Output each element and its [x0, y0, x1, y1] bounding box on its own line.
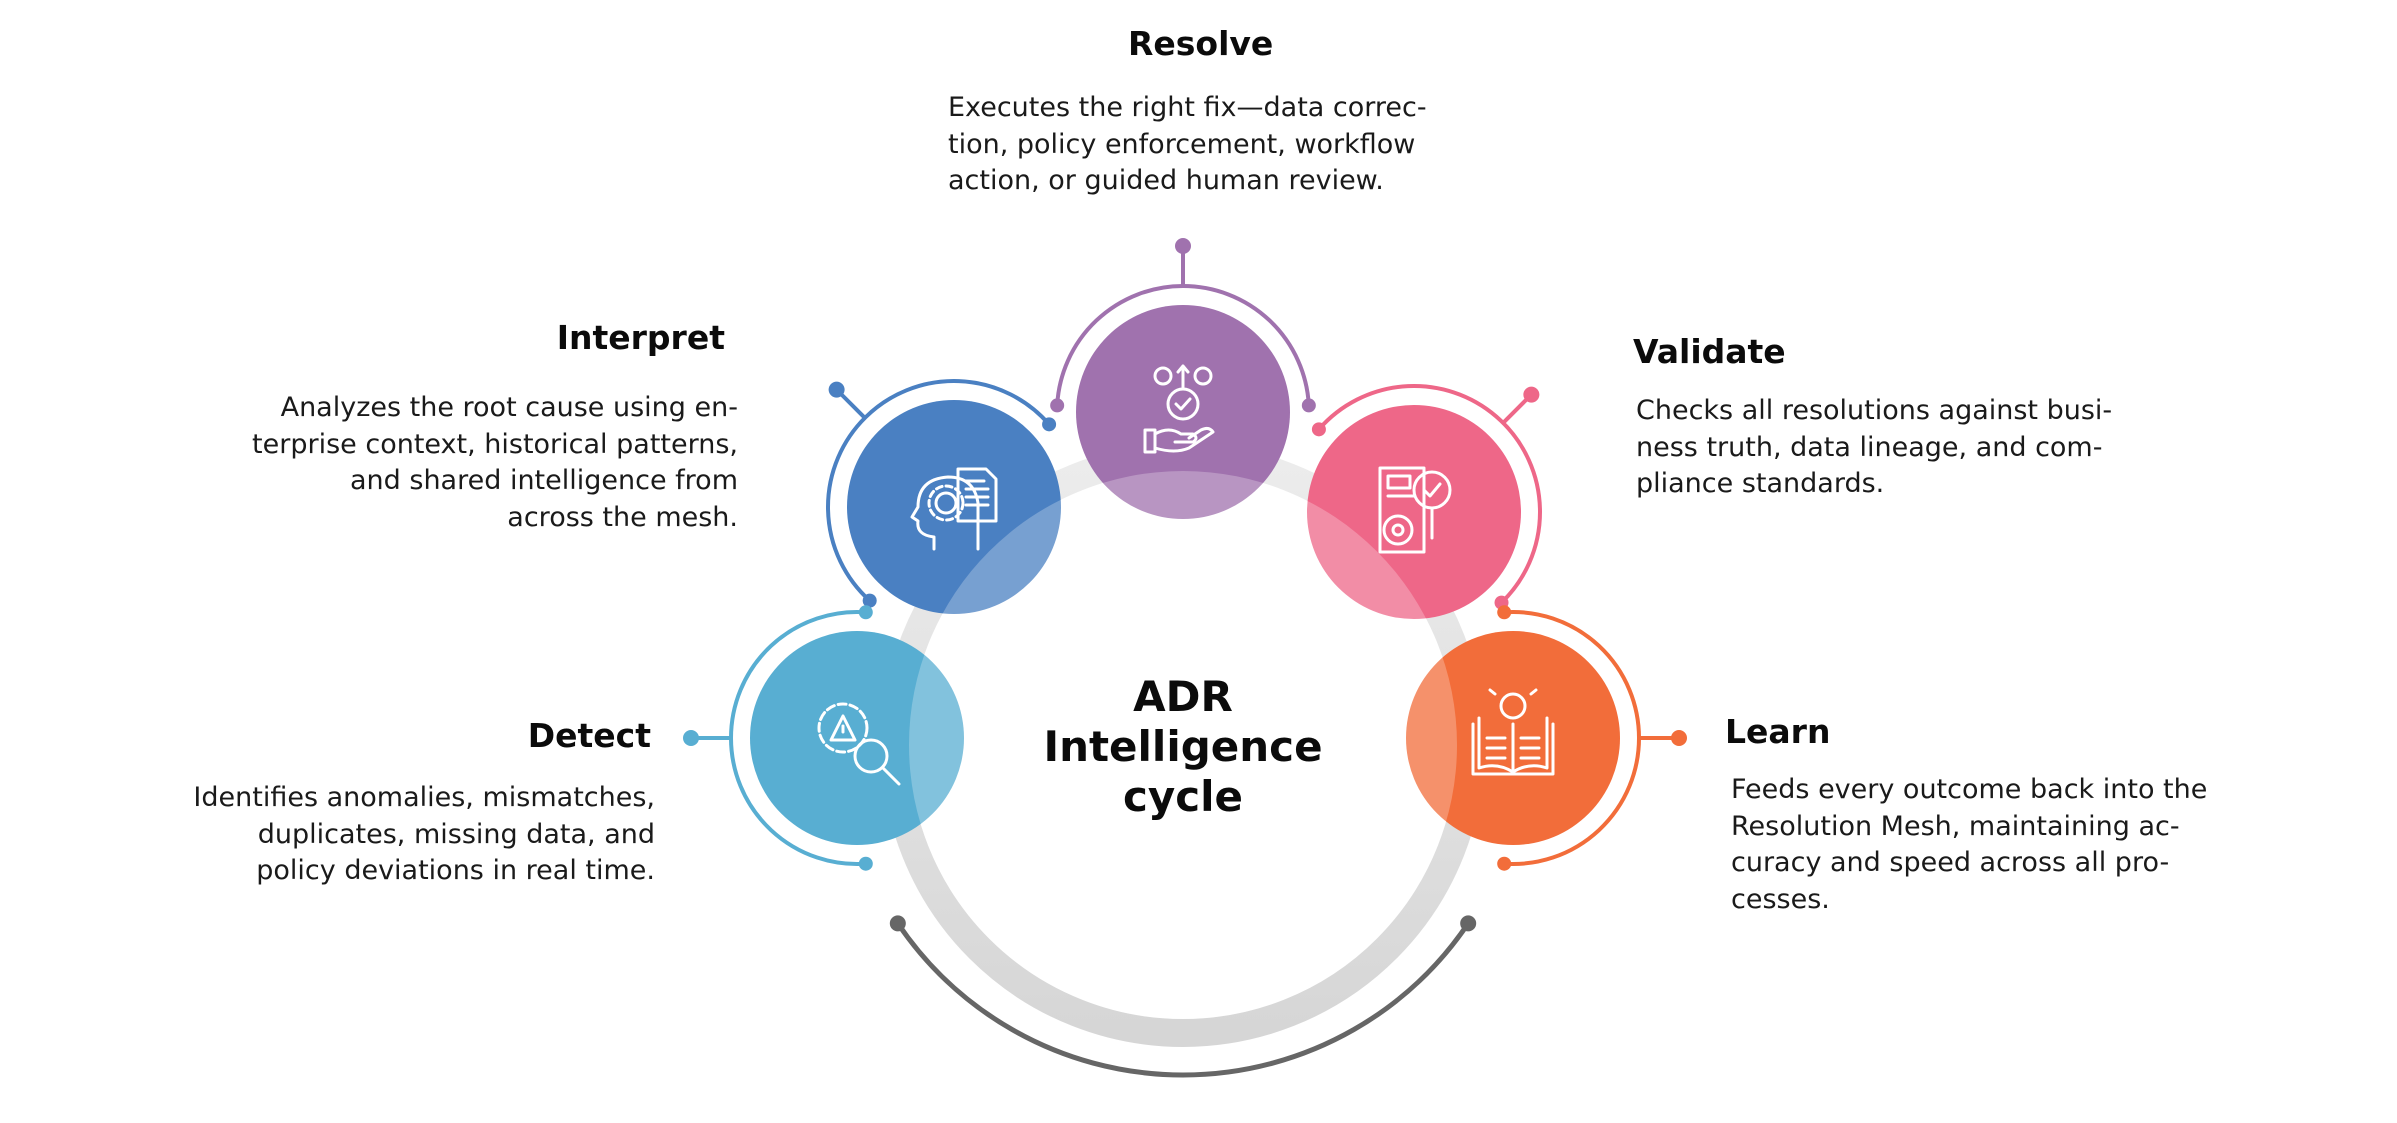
feedback-loop-arc: [895, 921, 1471, 1078]
ring-inner-highlight: [909, 471, 1457, 1019]
description-line: Checks all resolutions against busi-: [1636, 395, 2113, 426]
description-line: Analyzes the root cause using en-: [280, 392, 738, 423]
stage-description-resolve: Executes the right fix—data correc- tion…: [948, 90, 1427, 200]
center-title-line: ADR: [1133, 672, 1233, 721]
description-line: Executes the right fix—data correc-: [948, 92, 1427, 123]
arc-endpoint-dot: [858, 856, 873, 871]
stage-description-validate: Checks all resolutions against busi- nes…: [1636, 393, 2112, 503]
description-line: across the mesh.: [507, 501, 738, 533]
description-line: pliance standards.: [1636, 468, 1885, 499]
arc-endpoint-dot: [1497, 856, 1512, 871]
gear-warning-magnifier-icon: [817, 702, 901, 786]
head-gear-document-icon: [910, 467, 998, 551]
description-line: curacy and speed across all pro-: [1731, 847, 2170, 878]
description-line: and shared intelligence from: [350, 465, 738, 496]
description-line: action, or guided human review.: [948, 165, 1384, 196]
connector-dot: [1175, 238, 1191, 254]
description-line: ness truth, data lineage, and com-: [1636, 431, 2103, 463]
arc-endpoint-dot: [1497, 605, 1512, 620]
stage-circle-validate: [1307, 405, 1521, 619]
description-line: terprise context, historical patterns,: [252, 428, 738, 460]
stage-outer-arc: [1055, 284, 1311, 406]
report-gear-magnifier-icon: [1378, 466, 1452, 554]
stage-outer-arc: [1317, 384, 1543, 605]
description-line: duplicates, missing data, and: [257, 818, 655, 850]
center-title: ADR Intelligence cycle: [983, 672, 1383, 822]
stage-outer-arc: [1504, 610, 1641, 866]
connector-dot: [828, 381, 845, 398]
connector-dot: [1671, 730, 1687, 746]
description-line: Identifies anomalies, mismatches,: [193, 782, 655, 813]
stage-description-interpret: Analyzes the root cause using en- terpri…: [252, 390, 738, 536]
arc-endpoint-dot: [858, 605, 873, 620]
stage-circle-resolve: [1076, 305, 1290, 519]
hand-gears-check-icon: [1143, 364, 1215, 454]
stage-title-resolve: Resolve: [1128, 24, 1274, 63]
stage-node-resolve: [1050, 238, 1316, 519]
center-title-line: cycle: [1122, 772, 1244, 821]
book-lightbulb-icon: [1471, 688, 1555, 776]
connector-dot: [1523, 386, 1540, 403]
description-line: cesses.: [1731, 883, 1830, 915]
stage-node-detect: [683, 605, 964, 871]
stage-title-learn: Learn: [1725, 712, 1831, 751]
description-line: policy deviations in real time.: [256, 855, 655, 886]
description-line: tion, policy enforcement, workflow: [948, 128, 1416, 160]
arc-endpoint-dot: [862, 593, 877, 608]
connector-dot: [683, 730, 699, 746]
description-line: Resolution Mesh, maintaining ac-: [1731, 810, 2180, 842]
stage-title-validate: Validate: [1633, 332, 1786, 371]
arc-endpoint-dot: [1301, 398, 1316, 413]
stage-title-detect: Detect: [527, 716, 651, 755]
loop-arc-endpoint-dot: [1460, 915, 1477, 932]
stage-outer-arc: [729, 610, 866, 866]
center-title-line: Intelligence: [1043, 722, 1323, 771]
arc-endpoint-dot: [1050, 398, 1065, 413]
stage-description-learn: Feeds every outcome back into the Resolu…: [1731, 772, 2207, 918]
stage-title-interpret: Interpret: [556, 318, 725, 357]
description-line: Feeds every outcome back into the: [1731, 774, 2208, 805]
stage-circle-detect: [750, 631, 964, 845]
arc-endpoint-dot: [1042, 417, 1057, 432]
stage-description-detect: Identifies anomalies, mismatches, duplic…: [193, 780, 655, 890]
loop-arc-endpoint-dot: [889, 915, 906, 932]
arc-endpoint-dot: [1311, 422, 1326, 437]
